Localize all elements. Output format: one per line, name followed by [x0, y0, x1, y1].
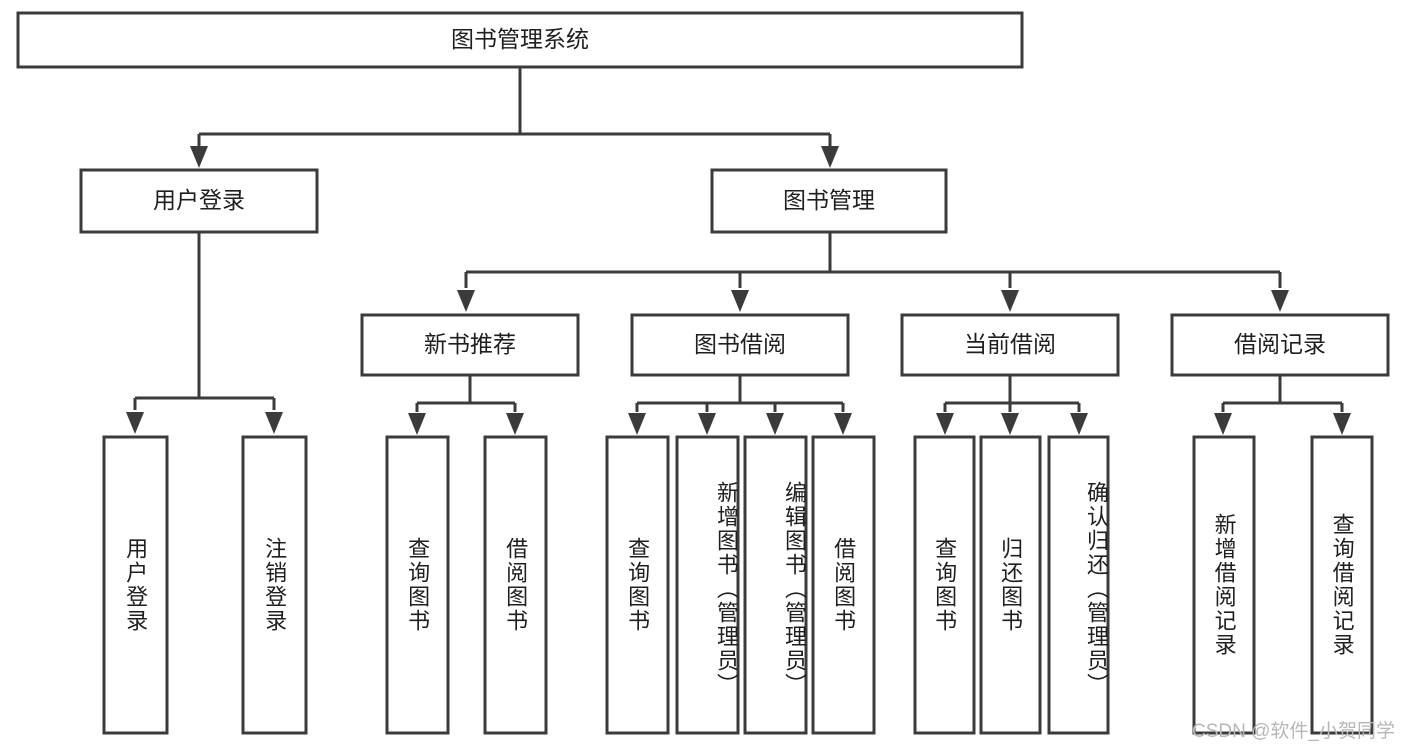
node-root[interactable]: 图书管理系统 — [16, 11, 1024, 69]
node-user-login-label: 用户登录 — [153, 187, 245, 213]
node-book-management-label: 图书管理 — [783, 187, 875, 213]
leaf-box-book-borrow-1[interactable] — [675, 435, 740, 735]
leaf-box-current-borrow-0[interactable] — [913, 435, 976, 735]
arrow-bookborrow-leaf-3 — [834, 413, 852, 435]
node-new-book-recommend-box[interactable] — [360, 313, 580, 377]
arrow-bookmgmt-to-current — [1001, 290, 1019, 312]
node-borrow-record-label: 借阅记录 — [1234, 331, 1326, 357]
leaf-box-current-borrow-1[interactable] — [979, 435, 1042, 735]
node-current-borrow-label: 当前借阅 — [964, 331, 1056, 357]
leaf-box-borrow-record-1[interactable] — [1310, 435, 1374, 735]
node-root-label: 图书管理系统 — [451, 26, 589, 52]
leaf-box-current-borrow-2[interactable] — [1047, 435, 1110, 735]
connector-group-current-borrow — [936, 375, 1088, 435]
arrow-bookmgmt-to-new-book — [457, 290, 475, 312]
leaf-box-borrow-record-0[interactable] — [1192, 435, 1256, 735]
arrow-bookborrow-leaf-0 — [628, 413, 646, 435]
node-new-book-recommend-label: 新书推荐 — [424, 331, 516, 357]
leaf-box-new-book-0[interactable] — [385, 435, 450, 735]
leaf-box-user-login-0[interactable] — [102, 435, 169, 735]
leaf-box-book-borrow-2[interactable] — [743, 435, 808, 735]
node-book-borrow[interactable]: 图书借阅 — [630, 313, 850, 377]
arrow-userlogin-leaf-1 — [265, 412, 283, 434]
arrow-borrowrecord-leaf-1 — [1333, 413, 1351, 435]
node-user-login-box[interactable] — [79, 168, 319, 234]
arrow-userlogin-leaf-0 — [126, 412, 144, 434]
arrow-root-to-book-mgmt — [821, 146, 839, 168]
node-book-management[interactable]: 图书管理 — [710, 168, 948, 234]
arrow-currentborrow-leaf-2 — [1070, 413, 1088, 435]
leaf-box-book-borrow-0[interactable] — [605, 435, 670, 735]
node-root-box[interactable] — [16, 11, 1024, 69]
arrow-bookmgmt-to-record — [1271, 290, 1289, 312]
node-current-borrow[interactable]: 当前借阅 — [900, 313, 1120, 377]
leaf-box-user-login-1[interactable] — [241, 435, 308, 735]
leaf-box-new-book-1[interactable] — [483, 435, 548, 735]
node-user-login[interactable]: 用户登录 — [79, 168, 319, 234]
node-borrow-record-box[interactable] — [1170, 313, 1390, 377]
arrow-root-to-user-login — [190, 146, 208, 168]
node-new-book-recommend[interactable]: 新书推荐 — [360, 313, 580, 377]
node-borrow-record[interactable]: 借阅记录 — [1170, 313, 1390, 377]
connector-group-borrow-record — [1214, 375, 1351, 435]
node-book-borrow-box[interactable] — [630, 313, 850, 377]
arrow-bookborrow-leaf-1 — [698, 413, 716, 435]
connector-group-new-book — [408, 375, 524, 435]
arrow-bookmgmt-to-borrow — [731, 290, 749, 312]
arrow-currentborrow-leaf-1 — [1001, 413, 1019, 435]
connector-group-user-login — [126, 232, 283, 434]
arrow-bookborrow-leaf-2 — [766, 413, 784, 435]
arrow-newbook-leaf-0 — [408, 413, 426, 435]
connector-group-book-borrow — [628, 375, 852, 435]
arrow-currentborrow-leaf-0 — [936, 413, 954, 435]
node-current-borrow-box[interactable] — [900, 313, 1120, 377]
arrow-newbook-leaf-1 — [506, 413, 524, 435]
leaf-box-book-borrow-3[interactable] — [811, 435, 876, 735]
connector-group-root — [190, 67, 839, 168]
connector-group-book-mgmt — [457, 232, 1289, 312]
node-book-borrow-label: 图书借阅 — [694, 331, 786, 357]
arrow-borrowrecord-leaf-0 — [1214, 413, 1232, 435]
node-book-management-box[interactable] — [710, 168, 948, 234]
